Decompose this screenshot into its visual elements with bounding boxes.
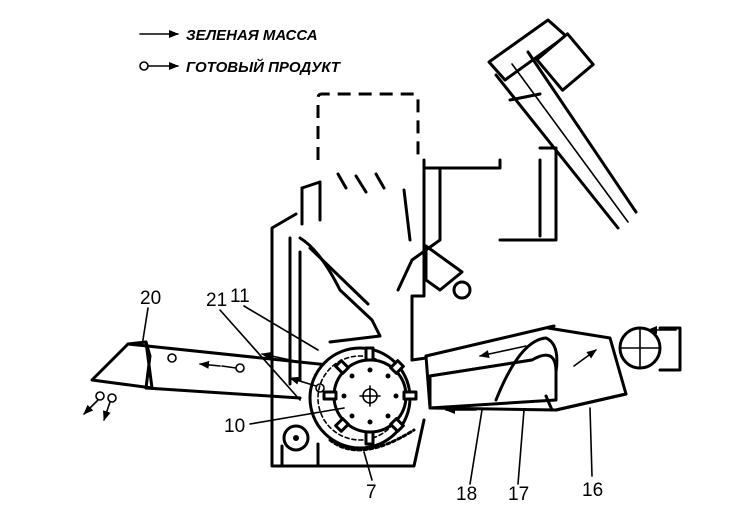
legend: ЗЕЛЕНАЯ МАССА ГОТОВЫЙ ПРОДУКТ	[139, 27, 342, 76]
callout-16: 16	[582, 480, 603, 501]
callout-21: 21	[206, 290, 227, 311]
legend-green-mass-label: ЗЕЛЕНАЯ МАССА	[186, 27, 318, 44]
callout-17: 17	[508, 484, 529, 505]
callout-7: 7	[366, 482, 377, 503]
flow-arrows	[261, 351, 325, 393]
machine-body	[270, 146, 558, 468]
legend-finished-product: ГОТОВЫЙ ПРОДУКТ	[139, 58, 342, 76]
finished-product-arrow-icon	[139, 61, 149, 71]
legend-finished-product-label: ГОТОВЫЙ ПРОДУКТ	[186, 58, 342, 76]
hopper	[300, 92, 502, 242]
leader-lines	[141, 305, 593, 485]
callout-18: 18	[456, 484, 477, 505]
discharge-spout	[83, 340, 340, 421]
cutter-drum	[282, 346, 418, 452]
feed-channel	[424, 324, 682, 414]
drum-blades	[322, 346, 418, 446]
callout-20: 20	[140, 288, 161, 309]
feed-conveyor	[487, 18, 638, 230]
legend-green-mass: ЗЕЛЕНАЯ МАССА	[139, 27, 318, 44]
callout-10: 10	[224, 416, 245, 437]
callout-11: 11	[230, 286, 250, 307]
callout-numbers: 20 21 11 10 7 18 17 16	[140, 286, 603, 505]
